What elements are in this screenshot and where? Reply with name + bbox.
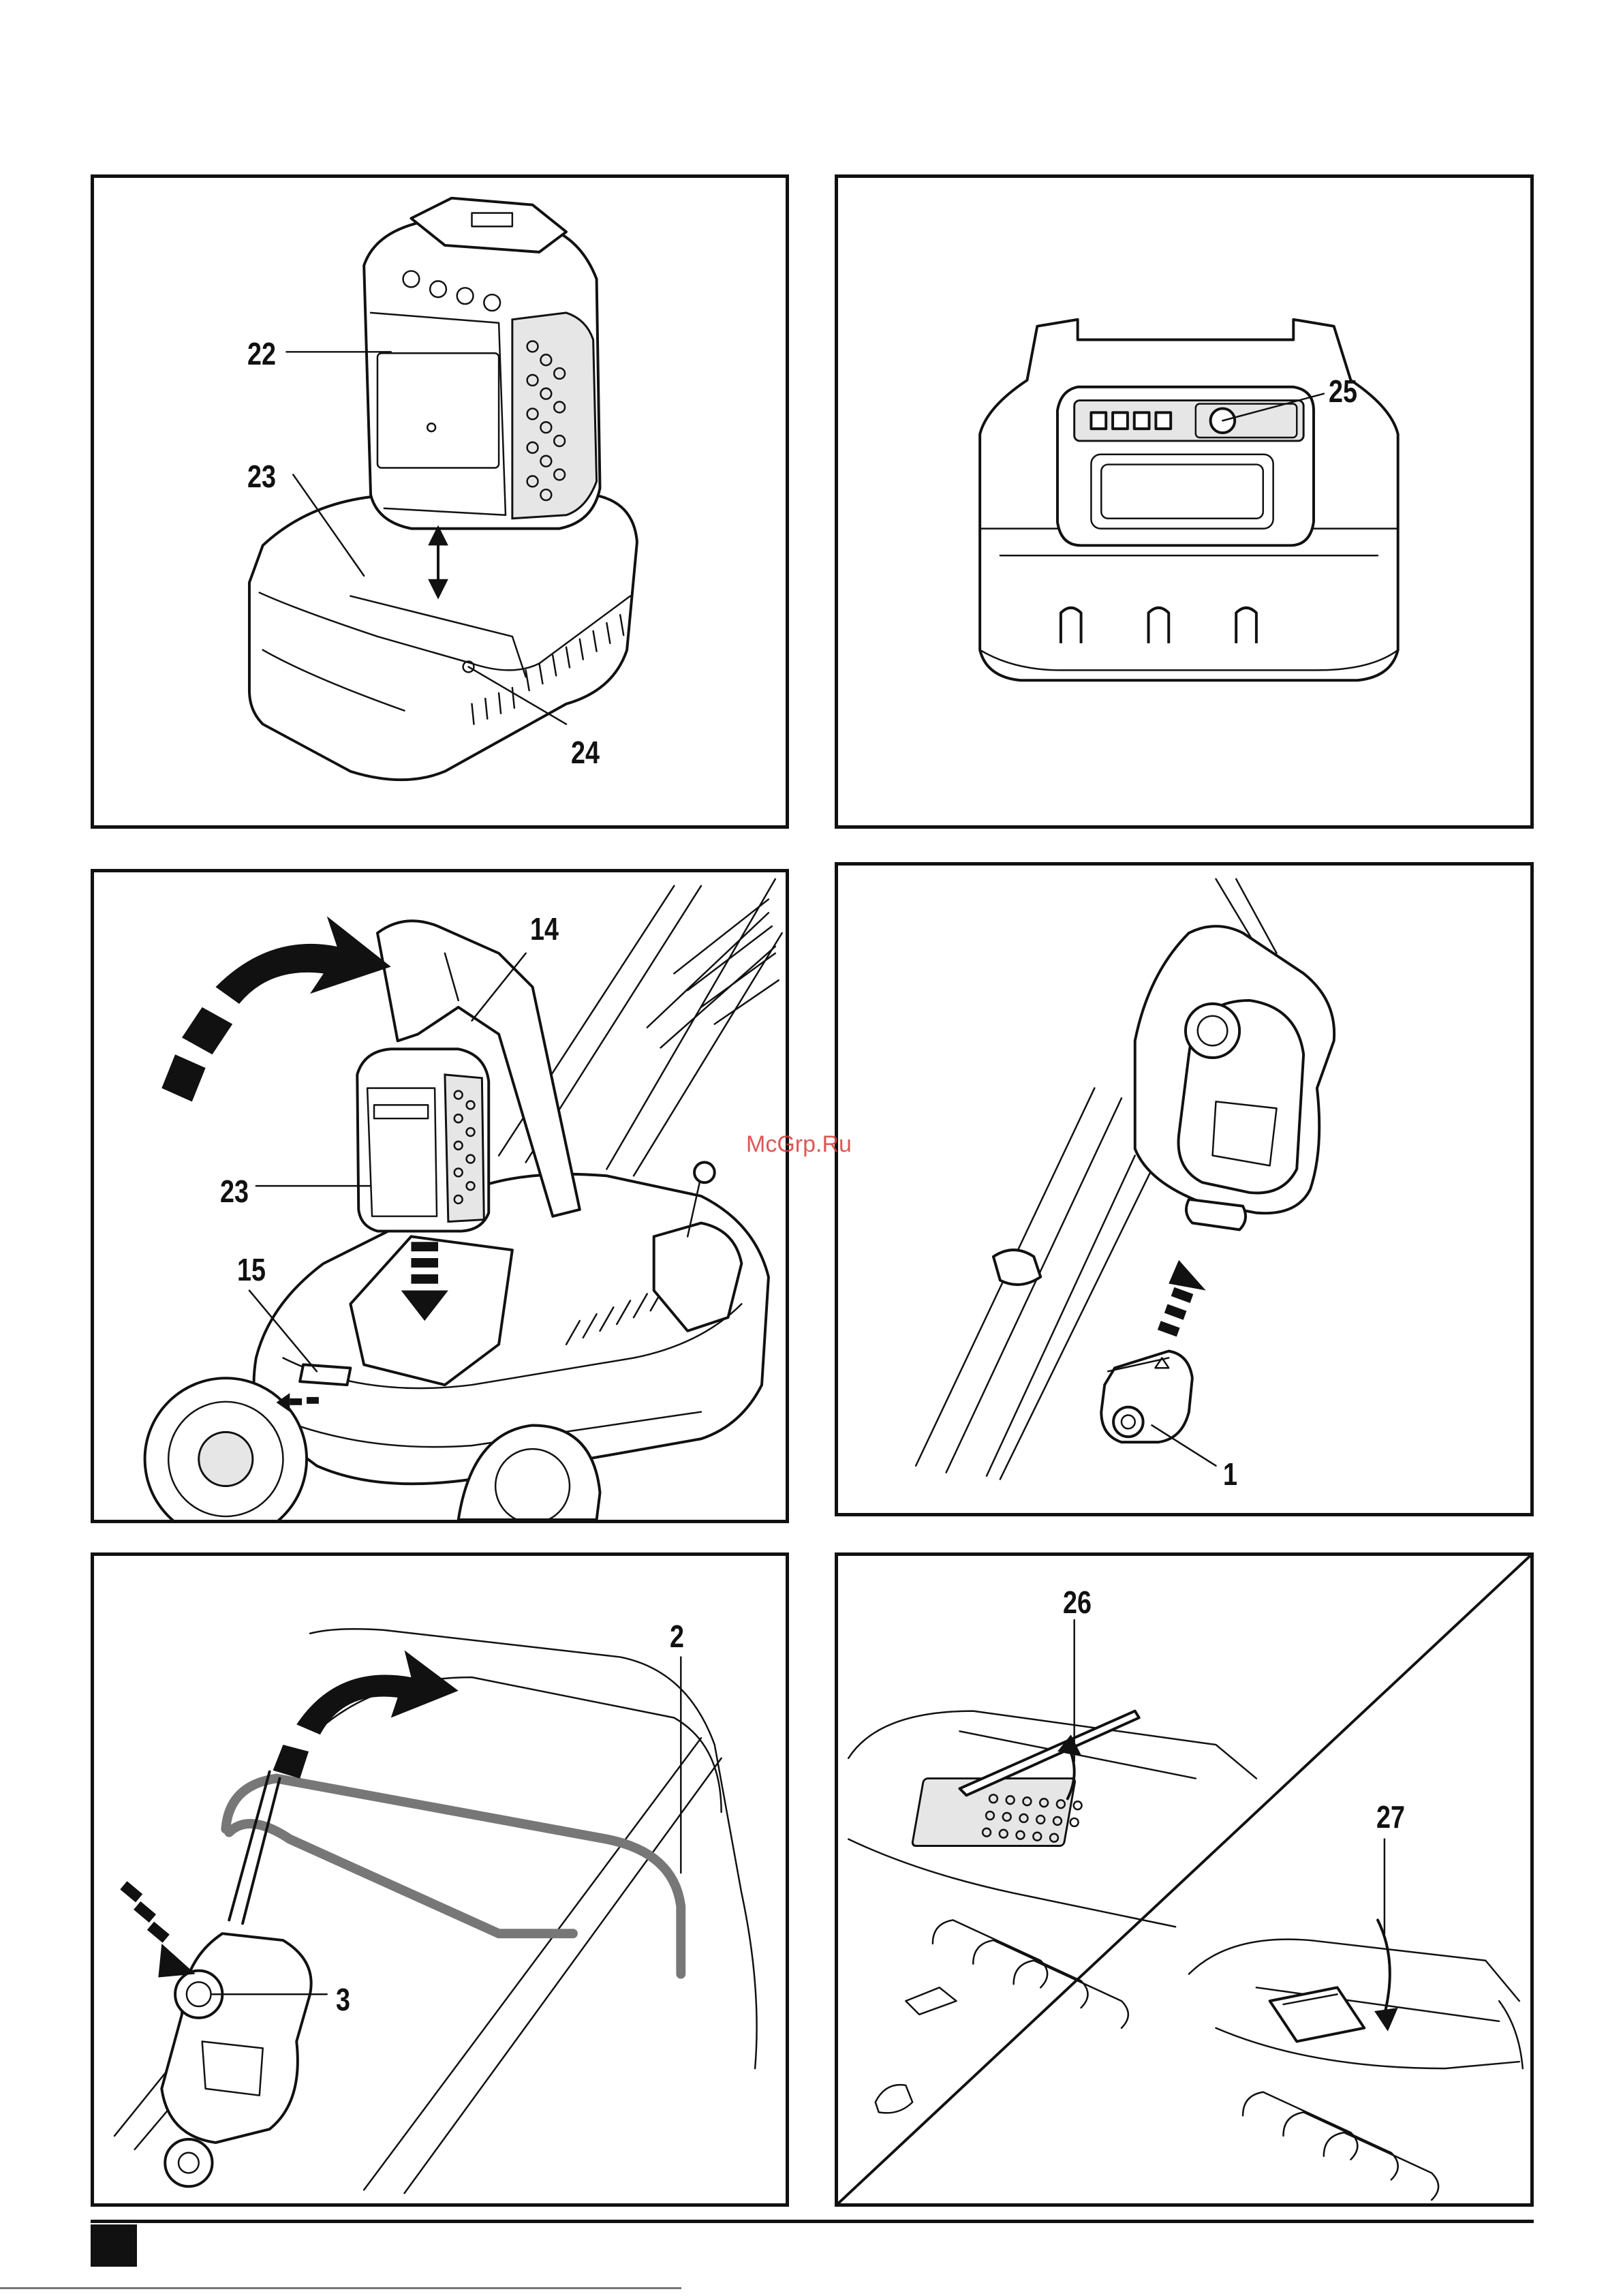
callout-27: 27 bbox=[1376, 1801, 1405, 1833]
figure-1-battery-charger: 22 23 24 bbox=[91, 174, 789, 829]
callout-22: 22 bbox=[247, 338, 276, 369]
cutting-height-indicator-illustration bbox=[838, 1556, 1530, 2203]
callout-23: 23 bbox=[247, 461, 276, 492]
battery-charge-indicator-illustration bbox=[838, 178, 1530, 825]
figure-3-battery-in-mower: 14 23 15 bbox=[91, 869, 789, 1523]
callout-3: 3 bbox=[336, 1984, 350, 2015]
callout-1: 1 bbox=[1223, 1458, 1237, 1490]
watermark-text: McGrp.Ru bbox=[746, 1131, 852, 1158]
callout-26: 26 bbox=[1063, 1587, 1092, 1618]
safety-key-insert-illustration bbox=[838, 866, 1530, 1513]
bottom-edge-line bbox=[0, 2287, 681, 2289]
figure-4-safety-key: 1 bbox=[835, 862, 1534, 1516]
battery-on-charger-illustration bbox=[94, 178, 786, 825]
figure-6-height-indicator: 26 27 bbox=[835, 1552, 1534, 2207]
callout-2: 2 bbox=[670, 1621, 684, 1652]
figure-5-switch-lock: 2 3 bbox=[91, 1552, 789, 2207]
callout-25: 25 bbox=[1329, 376, 1357, 407]
battery-inserted-in-mower-illustration bbox=[94, 872, 786, 1520]
callout-23-mower: 23 bbox=[220, 1176, 249, 1207]
footer-page-block bbox=[91, 2224, 137, 2267]
callout-14: 14 bbox=[530, 913, 559, 945]
callout-24: 24 bbox=[571, 737, 600, 768]
figure-2-charge-indicator: 25 bbox=[835, 174, 1534, 829]
footer-rule bbox=[91, 2220, 1534, 2223]
callout-15: 15 bbox=[237, 1254, 266, 1285]
